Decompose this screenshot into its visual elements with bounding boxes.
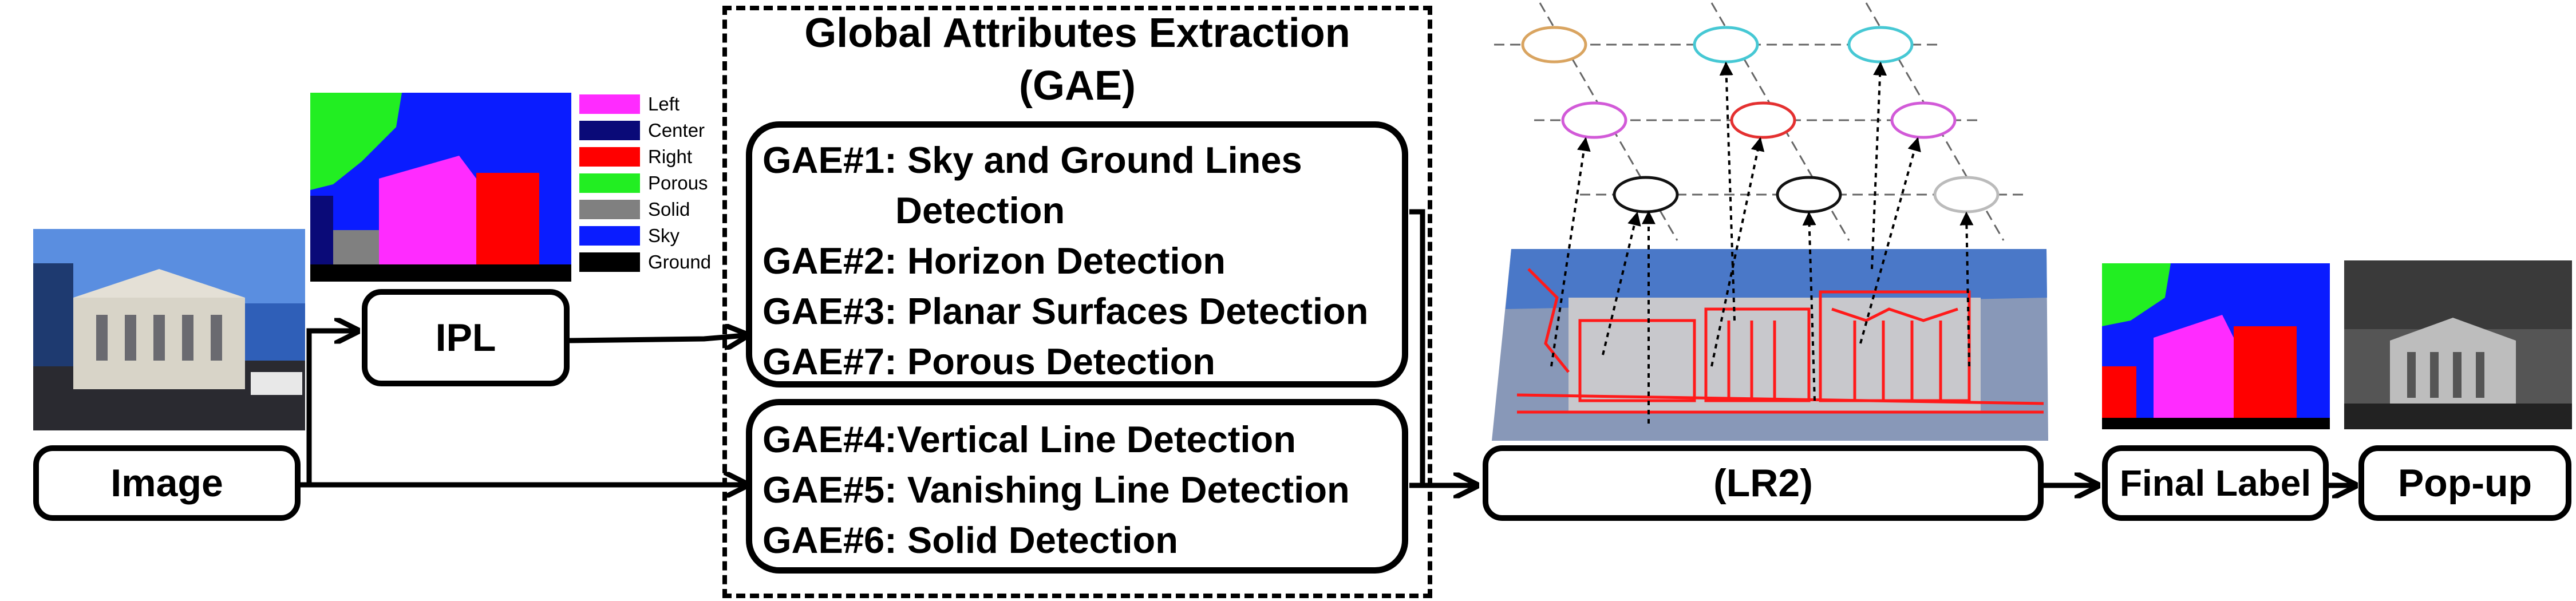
gae-item: GAE#4:Vertical Line Detection (762, 418, 1296, 460)
lr2-graph-node (1933, 176, 2000, 213)
lr2-graph-node (1613, 176, 1679, 213)
final-label-node: Final Label (2102, 445, 2329, 521)
legend-swatch (579, 252, 640, 272)
gae-dashed-container (722, 6, 1432, 598)
lr2-node: (LR2) (1483, 445, 2044, 521)
arrow-ipl-to-gae (569, 335, 744, 341)
legend-swatch (579, 121, 640, 140)
legend-item-ground: Ground (579, 251, 711, 274)
lr2-graph-node (1693, 26, 1759, 64)
legend-swatch (579, 147, 640, 167)
gae-group-2: GAE#4:Vertical Line Detection GAE#5: Van… (746, 399, 1408, 574)
legend-item-solid: Solid (579, 198, 690, 221)
image-node: Image (33, 445, 301, 521)
gae-item: Detection (895, 189, 1065, 231)
arrow-image-to-ipl (306, 331, 355, 485)
legend-swatch (579, 200, 640, 219)
lr2-graph-node (1521, 26, 1587, 64)
gae-title: Global Attributes Extraction (GAE) (722, 7, 1432, 112)
gae-group-1: GAE#1: Sky and Ground Lines Detection GA… (746, 121, 1408, 388)
legend-swatch (579, 94, 640, 114)
gae-item: GAE#6: Solid Detection (762, 519, 1178, 561)
gae-item: GAE#5: Vanishing Line Detection (762, 469, 1350, 511)
segmentation-legend: Left Center Right Porous Solid Sky Groun… (579, 93, 717, 276)
gae-item: GAE#7: Porous Detection (762, 341, 1215, 382)
gae-item: GAE#2: Horizon Detection (762, 240, 1226, 282)
gae-item: GAE#3: Planar Surfaces Detection (762, 290, 1369, 332)
lr2-graph-node (1561, 101, 1627, 139)
legend-item-center: Center (579, 119, 705, 142)
perspective-image-plane (1492, 249, 2048, 441)
legend-item-sky: Sky (579, 224, 679, 247)
ipl-node: IPL (362, 289, 570, 386)
gae-title-line: (GAE) (1019, 63, 1136, 109)
lr2-graph-node (1730, 101, 1796, 139)
legend-swatch (579, 173, 640, 193)
lr2-graph-node (1847, 26, 1914, 64)
legend-item-left: Left (579, 93, 679, 116)
legend-item-right: Right (579, 145, 692, 168)
gae-item: GAE#1: Sky and Ground Lines (762, 139, 1302, 181)
popup-node: Pop-up (2358, 445, 2571, 521)
legend-item-porous: Porous (579, 172, 708, 195)
lr2-graph-node (1890, 101, 1957, 139)
lr2-graph-node (1776, 176, 1842, 213)
gae-title-line: Global Attributes Extraction (804, 10, 1350, 56)
legend-swatch (579, 226, 640, 246)
